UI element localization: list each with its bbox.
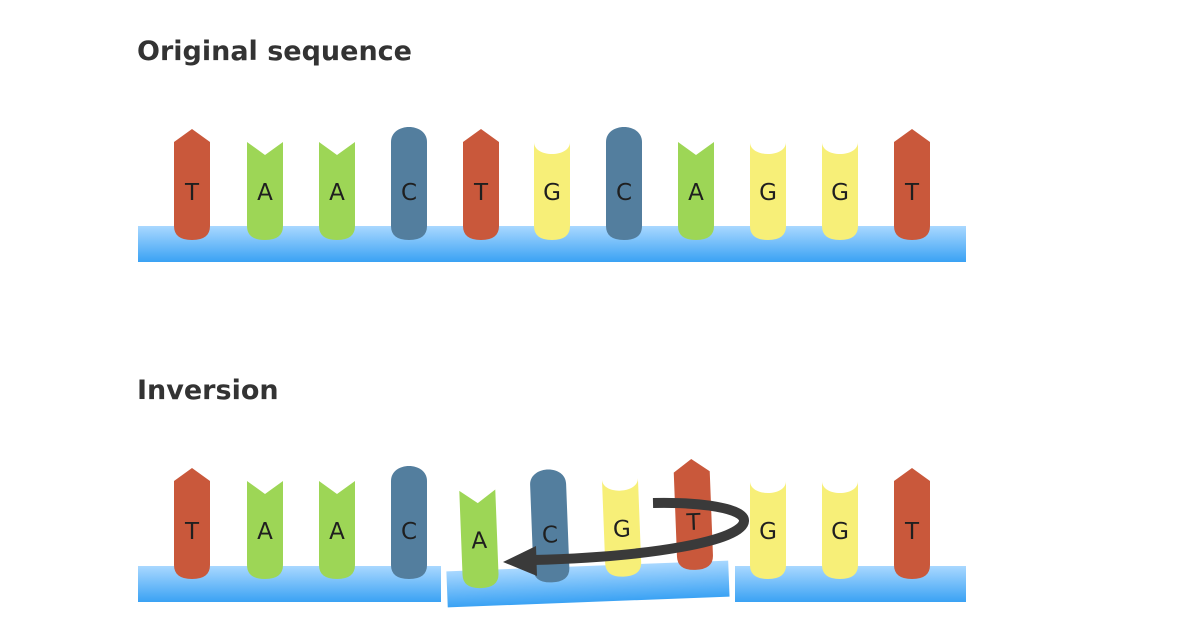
base-letter: G [759,519,777,545]
base-a-inversion-2: A [247,481,283,579]
base-letter: G [759,180,777,206]
base-shape [822,481,858,579]
base-c-original-7: C [606,127,642,240]
curved-arrow-shaft [532,497,749,565]
base-c-original-4: C [391,127,427,240]
base-letter: T [904,519,920,545]
base-letter: G [543,180,561,206]
base-letter: T [184,180,200,206]
base-shape [534,142,570,240]
base-letter: G [831,519,849,545]
base-t-original-5: T [463,129,499,240]
original-sequence-heading: Original sequence [137,36,412,67]
base-shape [391,127,427,240]
base-t-inversion-1: T [174,468,210,579]
base-letter: C [401,519,417,545]
base-g-original-9: G [750,142,786,240]
base-g-original-6: G [534,142,570,240]
base-letter: C [542,522,559,549]
base-letter: A [329,519,345,545]
base-shape [894,129,930,240]
base-letter: A [257,180,273,206]
base-g-inversion-10: G [822,481,858,579]
base-t-original-1: T [174,129,210,240]
base-letter: C [401,180,417,206]
base-shape [174,468,210,579]
base-g-inverted-7: G [601,478,642,577]
inversion-heading: Inversion [137,375,279,406]
curved-arrow-head [503,546,537,576]
base-a-original-2: A [247,142,283,240]
base-shape [247,142,283,240]
base-shape [822,142,858,240]
base-letter: T [904,180,920,206]
base-letter: G [612,516,631,543]
base-c-inversion-4: C [391,466,427,579]
base-g-inversion-9: G [750,481,786,579]
base-t-inversion-11: T [894,468,930,579]
base-letter: C [616,180,632,206]
base-letter: A [471,528,488,555]
base-a-original-3: A [319,142,355,240]
base-shape [459,489,499,589]
base-shape [391,466,427,579]
base-shape [174,129,210,240]
base-shape [750,481,786,579]
curved-arrow-icon [503,497,749,576]
base-shape [463,129,499,240]
base-a-inversion-3: A [319,481,355,579]
base-shape [678,142,714,240]
base-letter: A [329,180,345,206]
base-letter: A [688,180,704,206]
base-letter: T [184,519,200,545]
base-t-inverted-8: T [673,458,713,570]
base-letter: T [685,510,702,537]
base-shape [606,127,642,240]
base-letter: G [831,180,849,206]
base-shape [319,481,355,579]
base-a-original-8: A [678,142,714,240]
base-shape [894,468,930,579]
base-shape [319,142,355,240]
base-a-inverted-5: A [459,489,499,589]
base-letter: T [473,180,489,206]
base-g-original-10: G [822,142,858,240]
base-shape [247,481,283,579]
inversion-backbone-middle [446,560,730,608]
base-letter: A [257,519,273,545]
base-t-original-11: T [894,129,930,240]
base-shape [750,142,786,240]
